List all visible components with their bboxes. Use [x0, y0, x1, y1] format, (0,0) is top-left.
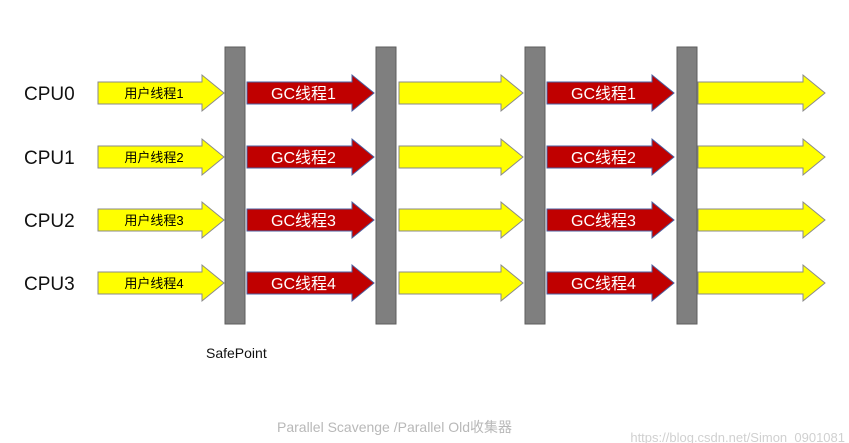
user-thread-arrow — [697, 137, 826, 177]
cpu-label: CPU2 — [24, 211, 75, 232]
safepoint-bar — [224, 46, 246, 325]
footer-title: Parallel Scavenge /Parallel Old收集器 — [277, 419, 512, 435]
user-thread-label: 用户线程2 — [124, 150, 183, 165]
safepoint-bar — [375, 46, 397, 325]
safepoint-bars — [224, 46, 698, 325]
gc-thread-label: GC线程3 — [571, 212, 636, 230]
gc-thread-arrow — [546, 200, 675, 240]
user-thread-arrow — [697, 263, 826, 303]
user-thread-arrow — [398, 263, 524, 303]
gc-thread-arrow — [246, 200, 375, 240]
safepoint-bar — [524, 46, 546, 325]
gc-thread-label: GC线程4 — [571, 275, 636, 293]
user-thread-arrow — [398, 73, 524, 113]
user-thread-arrow — [398, 137, 524, 177]
user-thread-arrow — [97, 73, 225, 113]
gc-thread-label: GC线程2 — [271, 149, 336, 167]
gc-thread-arrow — [246, 73, 375, 113]
watermark: https://blog.csdn.net/Simon_0901081 — [630, 430, 845, 443]
cpu-label: CPU1 — [24, 148, 75, 169]
gc-thread-label: GC线程1 — [571, 85, 636, 103]
user-thread-arrow — [697, 200, 826, 240]
gc-thread-label: GC线程4 — [271, 275, 336, 293]
cpu-label: CPU3 — [24, 274, 75, 295]
user-thread-label: 用户线程1 — [124, 86, 183, 101]
safepoint-label: SafePoint — [206, 345, 267, 361]
user-thread-arrow — [697, 73, 826, 113]
cpu-label: CPU0 — [24, 84, 75, 105]
gc-thread-label: GC线程2 — [571, 149, 636, 167]
user-thread-arrow — [97, 200, 225, 240]
gc-thread-arrow — [546, 263, 675, 303]
gc-thread-arrow — [246, 137, 375, 177]
user-thread-label: 用户线程4 — [124, 276, 183, 291]
user-thread-arrow — [97, 263, 225, 303]
gc-thread-arrow — [246, 263, 375, 303]
gc-thread-label: GC线程1 — [271, 85, 336, 103]
gc-thread-arrow — [546, 73, 675, 113]
user-thread-arrow — [97, 137, 225, 177]
gc-thread-label: GC线程3 — [271, 212, 336, 230]
user-thread-label: 用户线程3 — [124, 213, 183, 228]
thread-arrows: 用户线程1 GC线程1 GC线程1 用户线程2 GC线程2 GC线程2 用户线程3 GC线程3… — [97, 73, 826, 303]
gc-thread-arrow — [546, 137, 675, 177]
safepoint-bar — [676, 46, 698, 325]
user-thread-arrow — [398, 200, 524, 240]
